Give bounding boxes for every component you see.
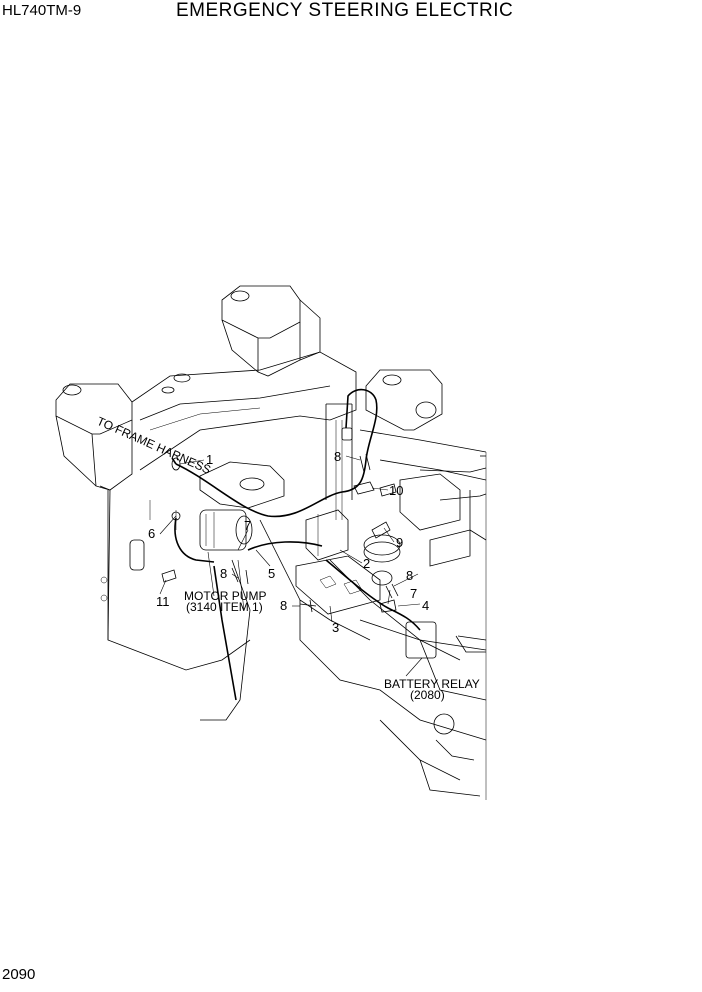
motor-pump-ref: (3140 ITEM 1)	[186, 600, 263, 614]
battery-relay-label: BATTERY RELAY	[384, 677, 480, 691]
callout-9: 9	[396, 535, 403, 550]
components-drawing	[161, 453, 437, 659]
callout-1: 1	[206, 452, 213, 467]
callout-7-relay: 7	[410, 586, 417, 601]
model-number: HL740TM-9	[2, 2, 82, 19]
callout-7-pump: 7	[244, 518, 251, 533]
page-number: 2090	[2, 966, 36, 983]
wiring-harness	[171, 388, 421, 701]
callout-2: 2	[363, 556, 370, 571]
callout-4: 4	[422, 598, 429, 613]
motor-pump-label: MOTOR PUMP	[184, 589, 266, 603]
page-title: EMERGENCY STEERING ELECTRIC	[176, 0, 514, 21]
callout-8-top: 8	[334, 449, 341, 464]
battery-relay-ref: (2080)	[410, 688, 445, 702]
callout-8-right: 8	[406, 568, 413, 583]
callout-8-plate: 8	[280, 598, 287, 613]
callout-5: 5	[268, 566, 275, 581]
callout-8-pump: 8	[220, 566, 227, 581]
to-frame-harness-label: TO FRAME HARNESS	[95, 414, 213, 477]
leader-lines	[159, 455, 423, 677]
callout-10: 10	[389, 483, 403, 498]
callout-3: 3	[332, 620, 339, 635]
callout-11: 11	[156, 594, 170, 609]
callout-6: 6	[148, 526, 155, 541]
